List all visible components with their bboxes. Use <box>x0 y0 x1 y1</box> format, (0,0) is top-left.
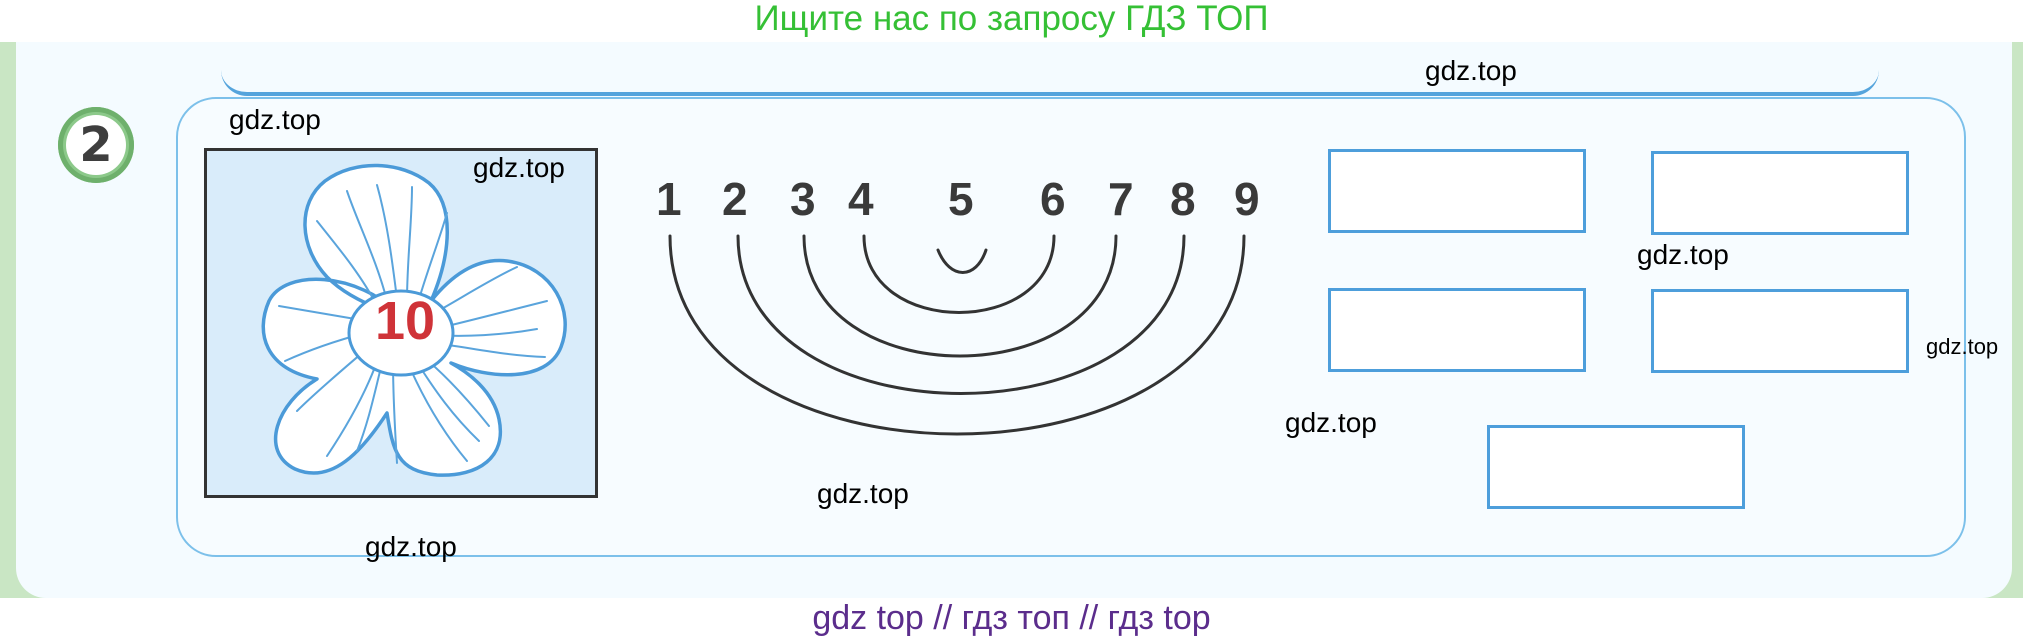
watermark-text: gdz.top <box>229 104 321 135</box>
watermark-text: gdz.top <box>817 478 909 509</box>
watermark-text: gdz.top <box>1926 334 1999 359</box>
number-9: 9 <box>1234 173 1260 225</box>
flower-number: 10 <box>374 291 436 351</box>
number-1: 1 <box>656 173 682 225</box>
arc-5 <box>936 248 988 274</box>
watermark-text: gdz.top <box>365 531 457 562</box>
watermark-text: gdz.top <box>1637 239 1729 270</box>
footer-caption: gdz top // гдз топ // гдз top <box>0 598 2023 642</box>
flower-icon <box>261 163 567 477</box>
number-8: 8 <box>1170 173 1196 225</box>
number-arcs <box>668 234 1246 436</box>
number-5: 5 <box>948 173 974 225</box>
task-number: 2 <box>66 115 126 175</box>
watermark-text: gdz.top <box>1285 407 1377 438</box>
task-number-badge: 2 <box>58 107 134 183</box>
arc-4-6 <box>862 234 1056 314</box>
flower-center <box>347 289 455 377</box>
number-3: 3 <box>790 173 816 225</box>
flower-card: 10 <box>204 148 598 498</box>
arc-2-8 <box>736 234 1186 395</box>
search-banner: Ищите нас по запросу ГДЗ ТОП <box>754 0 1269 38</box>
number-7: 7 <box>1108 173 1134 225</box>
number-6: 6 <box>1040 173 1066 225</box>
answer-box-5[interactable] <box>1487 425 1745 509</box>
answer-box-1[interactable] <box>1328 149 1586 233</box>
watermark-text: gdz.top <box>473 152 565 183</box>
arc-3-7 <box>802 234 1118 358</box>
answer-box-4[interactable] <box>1651 289 1909 373</box>
watermark-text: gdz.top <box>1425 55 1517 86</box>
previous-task-frame-edge <box>221 70 1879 96</box>
number-4: 4 <box>848 173 874 225</box>
arc-1-9 <box>668 234 1246 436</box>
number-2: 2 <box>722 173 748 225</box>
answer-box-3[interactable] <box>1328 288 1586 372</box>
answer-box-2[interactable] <box>1651 151 1909 235</box>
